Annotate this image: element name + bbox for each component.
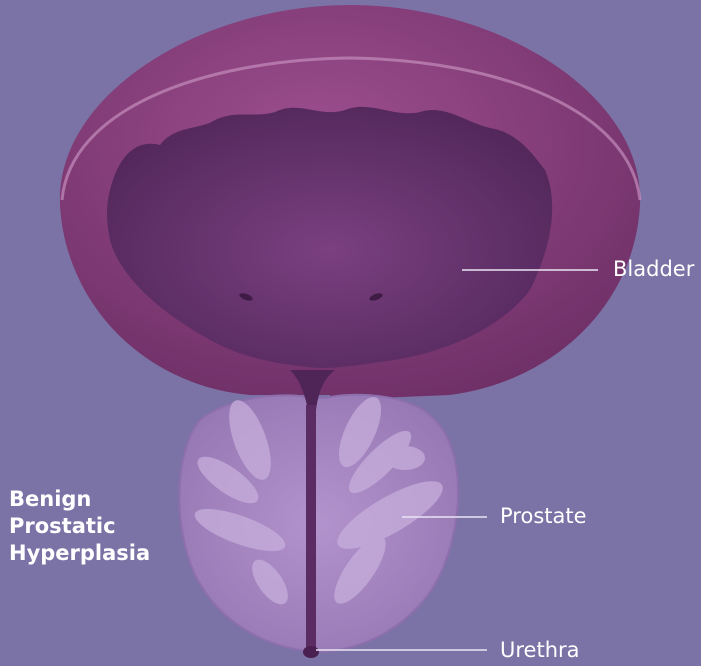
lobe — [385, 446, 425, 470]
title-line-1: Benign — [9, 486, 150, 513]
bladder — [60, 5, 640, 400]
diagram-title: Benign Prostatic Hyperplasia — [9, 486, 150, 567]
title-line-3: Hyperplasia — [9, 540, 150, 567]
urethra-label: Urethra — [500, 640, 580, 661]
bladder-label: Bladder — [613, 259, 694, 280]
title-line-2: Prostatic — [9, 513, 150, 540]
prostate-label: Prostate — [500, 506, 587, 527]
prostate — [179, 391, 458, 652]
urethra-opening — [303, 646, 319, 658]
urethra-tube — [306, 405, 316, 650]
